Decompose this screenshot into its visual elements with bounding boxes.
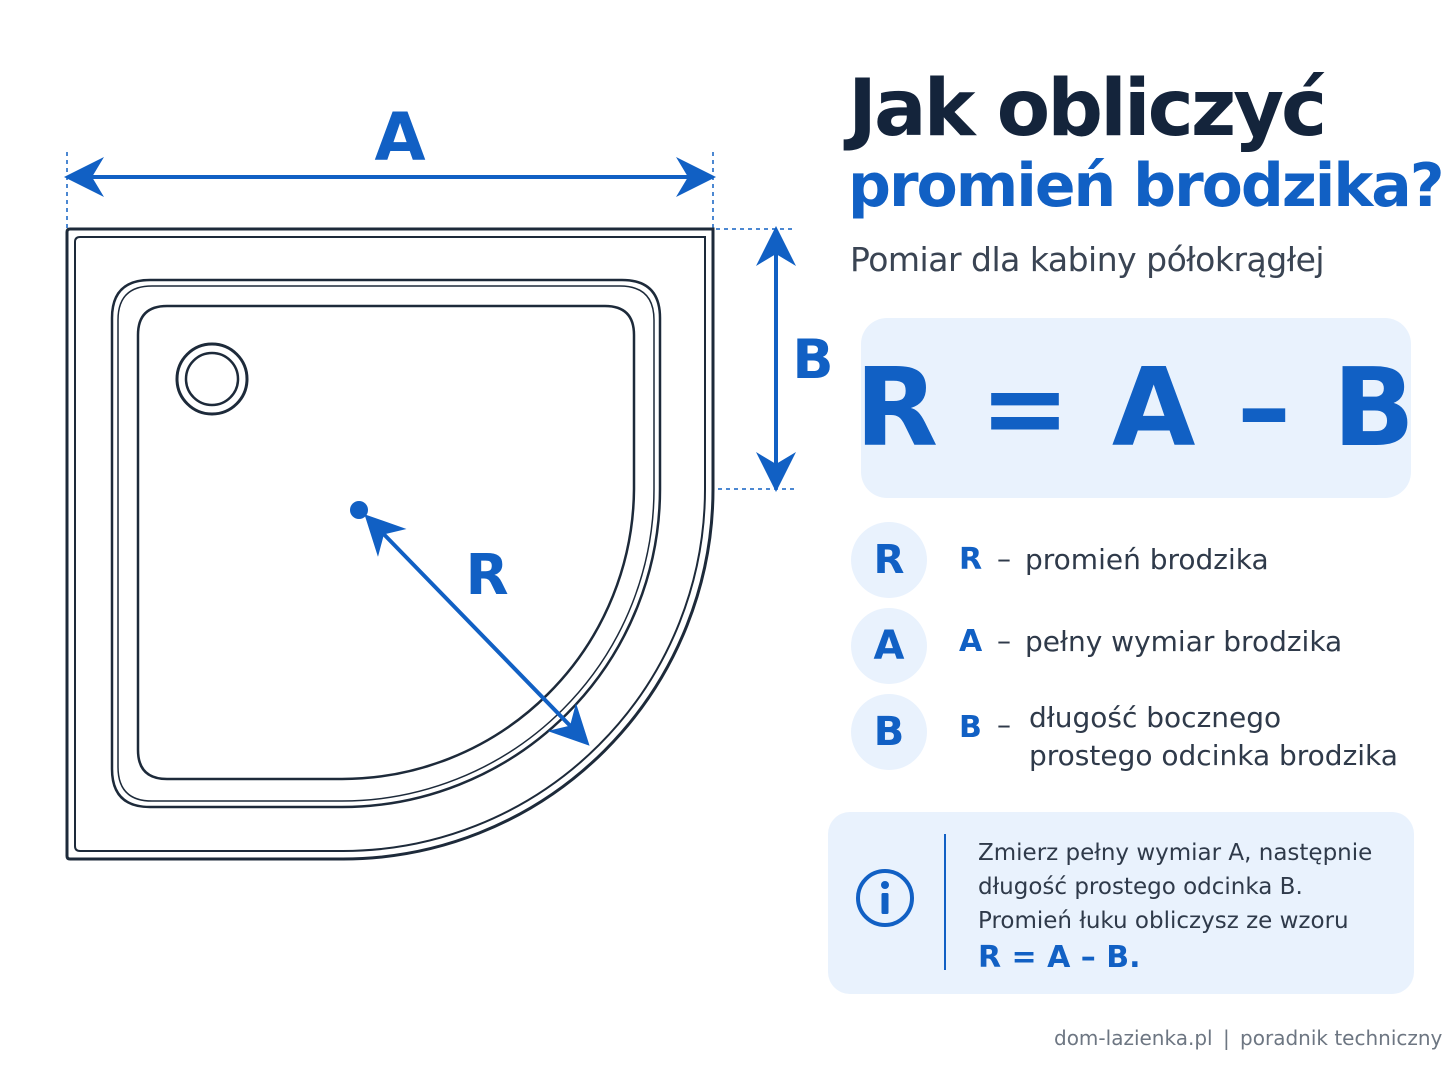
- legend-letter-b: B: [959, 710, 982, 745]
- legend-text-line: promień brodzika: [1025, 543, 1269, 576]
- tray-rim: [110, 278, 662, 809]
- title-line-1: Jak obliczyć: [848, 64, 1327, 154]
- formula-text: R = A – B: [855, 345, 1417, 471]
- tray-outer-inner-edge: [74, 236, 706, 852]
- radius-label: R: [465, 543, 508, 608]
- info-line-1: Zmierz pełny wymiar A, następnie: [978, 840, 1373, 866]
- legend-badge-a: A: [851, 608, 927, 684]
- legend-dash-a: –: [997, 624, 1011, 657]
- legend-text-line: pełny wymiar brodzika: [1025, 625, 1343, 658]
- footer-site: dom-lazienka.pl: [1054, 1026, 1213, 1050]
- dimension-a-label: A: [374, 99, 425, 176]
- legend-letter-r: R: [959, 542, 983, 577]
- title-line-2: promień brodzika?: [848, 151, 1445, 221]
- legend-item-b: B B – długość bocznego prostego odcinka …: [851, 694, 1431, 784]
- info-text: Zmierz pełny wymiar A, następnie długość…: [978, 836, 1372, 978]
- formula-panel: R = A – B: [855, 318, 1415, 498]
- radius-center-point: [350, 501, 368, 519]
- legend-text-line: długość bocznego: [1029, 701, 1282, 734]
- legend-text-r: promień brodzika: [1025, 541, 1269, 579]
- info-icon: [856, 869, 914, 927]
- legend-item-r: R R – promień brodzika: [851, 522, 1431, 598]
- info-formula: R = A – B.: [978, 940, 1141, 975]
- legend-text-line: prostego odcinka brodzika: [1029, 739, 1398, 772]
- info-line-3: Promień łuku obliczysz ze wzoru: [978, 908, 1349, 934]
- tray-rim-inner: [117, 285, 655, 802]
- info-divider: [944, 834, 946, 970]
- dimension-b-label: B: [792, 328, 833, 391]
- page-subtitle: Pomiar dla kabiny półokrągłej: [850, 240, 1325, 279]
- footer-tagline: poradnik techniczny: [1240, 1026, 1443, 1050]
- info-line-2: długość prostego odcinka B.: [978, 874, 1303, 900]
- legend-item-a: A A – pełny wymiar brodzika: [851, 608, 1431, 684]
- legend-badge-b: B: [851, 694, 927, 770]
- legend-badge-r: R: [851, 522, 927, 598]
- legend-dash-b: –: [997, 708, 1011, 741]
- drain-inner: [184, 351, 240, 407]
- info-panel: Zmierz pełny wymiar A, następnie długość…: [828, 812, 1414, 994]
- footer-separator: |: [1222, 1026, 1230, 1050]
- legend-letter-a: A: [959, 624, 983, 659]
- page-title: Jak obliczyć promień brodzika?: [848, 64, 1445, 221]
- footer: dom-lazienka.pl | poradnik techniczny: [1054, 1026, 1442, 1050]
- legend-text-a: pełny wymiar brodzika: [1025, 623, 1342, 661]
- legend-text-b: długość bocznego prostego odcinka brodzi…: [1029, 699, 1398, 775]
- legend-dash-r: –: [997, 542, 1011, 575]
- radius-arrow: [364, 514, 590, 746]
- shower-tray-diagram: A B R: [64, 99, 834, 861]
